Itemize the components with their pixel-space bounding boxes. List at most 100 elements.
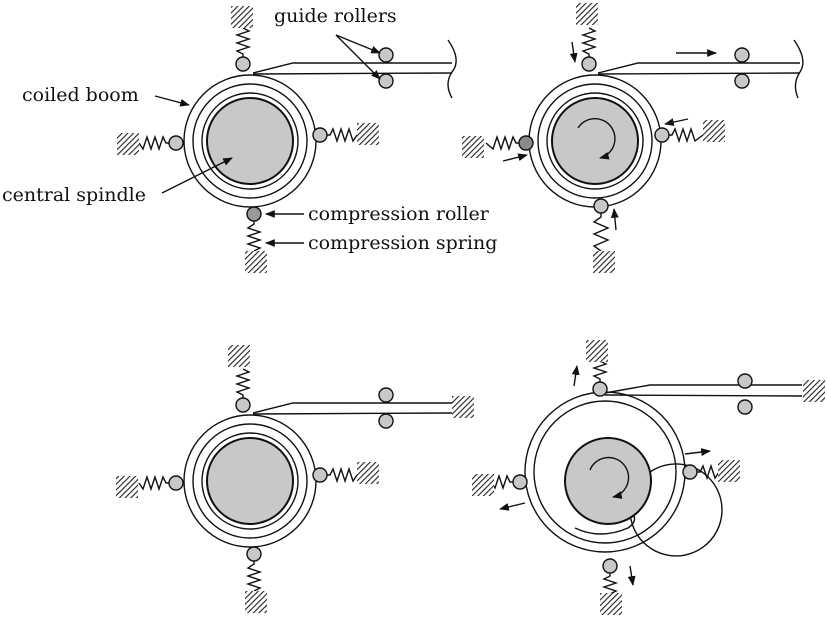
boom-strip bbox=[597, 72, 801, 75]
leader-coiled-boom bbox=[154, 95, 190, 107]
compression-spring bbox=[592, 213, 610, 252]
compression-spring bbox=[245, 221, 263, 252]
motion-arrow bbox=[502, 153, 528, 162]
panel-bottom-right bbox=[472, 340, 825, 615]
compression-spring bbox=[591, 360, 609, 382]
compression-roller bbox=[246, 546, 262, 562]
leader-guide-rollers bbox=[335, 34, 381, 54]
wall-mount bbox=[593, 251, 615, 273]
coiled-boom-ring bbox=[537, 83, 653, 199]
wall-mount bbox=[357, 123, 379, 145]
boom-break bbox=[793, 39, 804, 99]
motion-arrow bbox=[684, 448, 711, 456]
compression-spring bbox=[580, 27, 598, 57]
central-spindle bbox=[551, 97, 639, 185]
compression-roller bbox=[602, 558, 618, 574]
guide-roller bbox=[378, 47, 394, 63]
compression-spring bbox=[327, 126, 358, 144]
wall-mount bbox=[117, 133, 139, 155]
coiled-boom-ring bbox=[192, 423, 308, 539]
guide-roller bbox=[737, 373, 753, 389]
compression-spring bbox=[138, 134, 169, 152]
wall-mount bbox=[576, 3, 598, 25]
rotation-arrow bbox=[589, 456, 630, 499]
panel-top-left bbox=[117, 6, 457, 273]
boom-strip bbox=[252, 402, 452, 414]
wall-mount bbox=[245, 591, 267, 613]
wall-mount bbox=[718, 460, 740, 482]
rotation-arrow bbox=[577, 118, 616, 160]
guide-roller bbox=[378, 413, 394, 429]
compression-roller bbox=[235, 397, 251, 413]
compression-spring bbox=[490, 473, 513, 491]
panel-top-right bbox=[462, 3, 804, 273]
coiled-boom-ring bbox=[201, 432, 299, 530]
wall-mount bbox=[228, 345, 250, 367]
compression-roller bbox=[593, 198, 609, 214]
central-spindle bbox=[206, 97, 294, 185]
compression-spring bbox=[697, 463, 720, 481]
wall-mount bbox=[357, 462, 379, 484]
wall-mount bbox=[600, 593, 622, 615]
label-compression-spring: compression spring bbox=[308, 232, 497, 254]
motion-arrow bbox=[664, 118, 689, 126]
compression-spring bbox=[245, 561, 263, 592]
compression-spring bbox=[234, 368, 252, 398]
motion-arrow bbox=[571, 365, 580, 387]
compression-roller bbox=[512, 474, 528, 490]
boom-strip bbox=[252, 72, 453, 75]
motion-arrow bbox=[569, 41, 578, 63]
compression-roller bbox=[581, 56, 597, 72]
boom-strip bbox=[597, 62, 800, 74]
boom-strip bbox=[604, 394, 803, 397]
compression-spring bbox=[669, 126, 704, 144]
central-spindle bbox=[564, 437, 652, 525]
boom-strip bbox=[604, 384, 802, 394]
leader-guide-rollers bbox=[335, 34, 381, 80]
compression-spring bbox=[327, 466, 358, 484]
boom-strip bbox=[252, 62, 452, 74]
compression-roller bbox=[654, 127, 670, 143]
compression-spring bbox=[234, 27, 252, 57]
panel-bottom-left bbox=[116, 345, 474, 613]
wall-mount bbox=[245, 251, 267, 273]
label-guide-rollers: guide rollers bbox=[274, 5, 397, 27]
compression-roller bbox=[518, 135, 534, 151]
coiled-boom-ring bbox=[201, 92, 299, 190]
motion-arrow bbox=[610, 208, 619, 231]
label-coiled-boom: coiled boom bbox=[22, 84, 139, 106]
coiled-boom-ring bbox=[192, 83, 308, 199]
label-central-spindle: central spindle bbox=[2, 184, 146, 206]
guide-roller bbox=[734, 73, 750, 89]
compression-roller bbox=[235, 56, 251, 72]
tip-anchor bbox=[803, 380, 825, 402]
guide-roller bbox=[378, 73, 394, 89]
boom-break bbox=[447, 39, 457, 99]
label-compression-roller: compression roller bbox=[308, 203, 490, 225]
central-spindle bbox=[206, 437, 294, 525]
compression-roller bbox=[168, 135, 184, 151]
motion-arrow bbox=[627, 565, 636, 586]
compression-roller bbox=[246, 206, 262, 222]
wall-mount bbox=[116, 476, 138, 498]
compression-roller bbox=[682, 464, 698, 480]
compression-spring bbox=[601, 573, 619, 595]
compression-spring bbox=[138, 474, 169, 492]
guide-roller bbox=[734, 47, 750, 63]
compression-roller bbox=[592, 381, 608, 397]
tip-anchor bbox=[452, 396, 474, 418]
guide-roller bbox=[737, 399, 753, 415]
wall-mount bbox=[586, 340, 608, 362]
wall-mount bbox=[472, 474, 494, 496]
guide-roller bbox=[378, 387, 394, 403]
leader-central-spindle bbox=[161, 157, 233, 194]
wall-mount bbox=[703, 120, 725, 142]
compression-roller bbox=[168, 475, 184, 491]
loose-coil bbox=[574, 463, 723, 557]
boom-strip bbox=[252, 412, 453, 415]
wall-mount bbox=[231, 6, 253, 28]
compression-roller bbox=[312, 467, 328, 483]
motion-arrow bbox=[499, 502, 526, 511]
compression-roller bbox=[312, 127, 328, 143]
